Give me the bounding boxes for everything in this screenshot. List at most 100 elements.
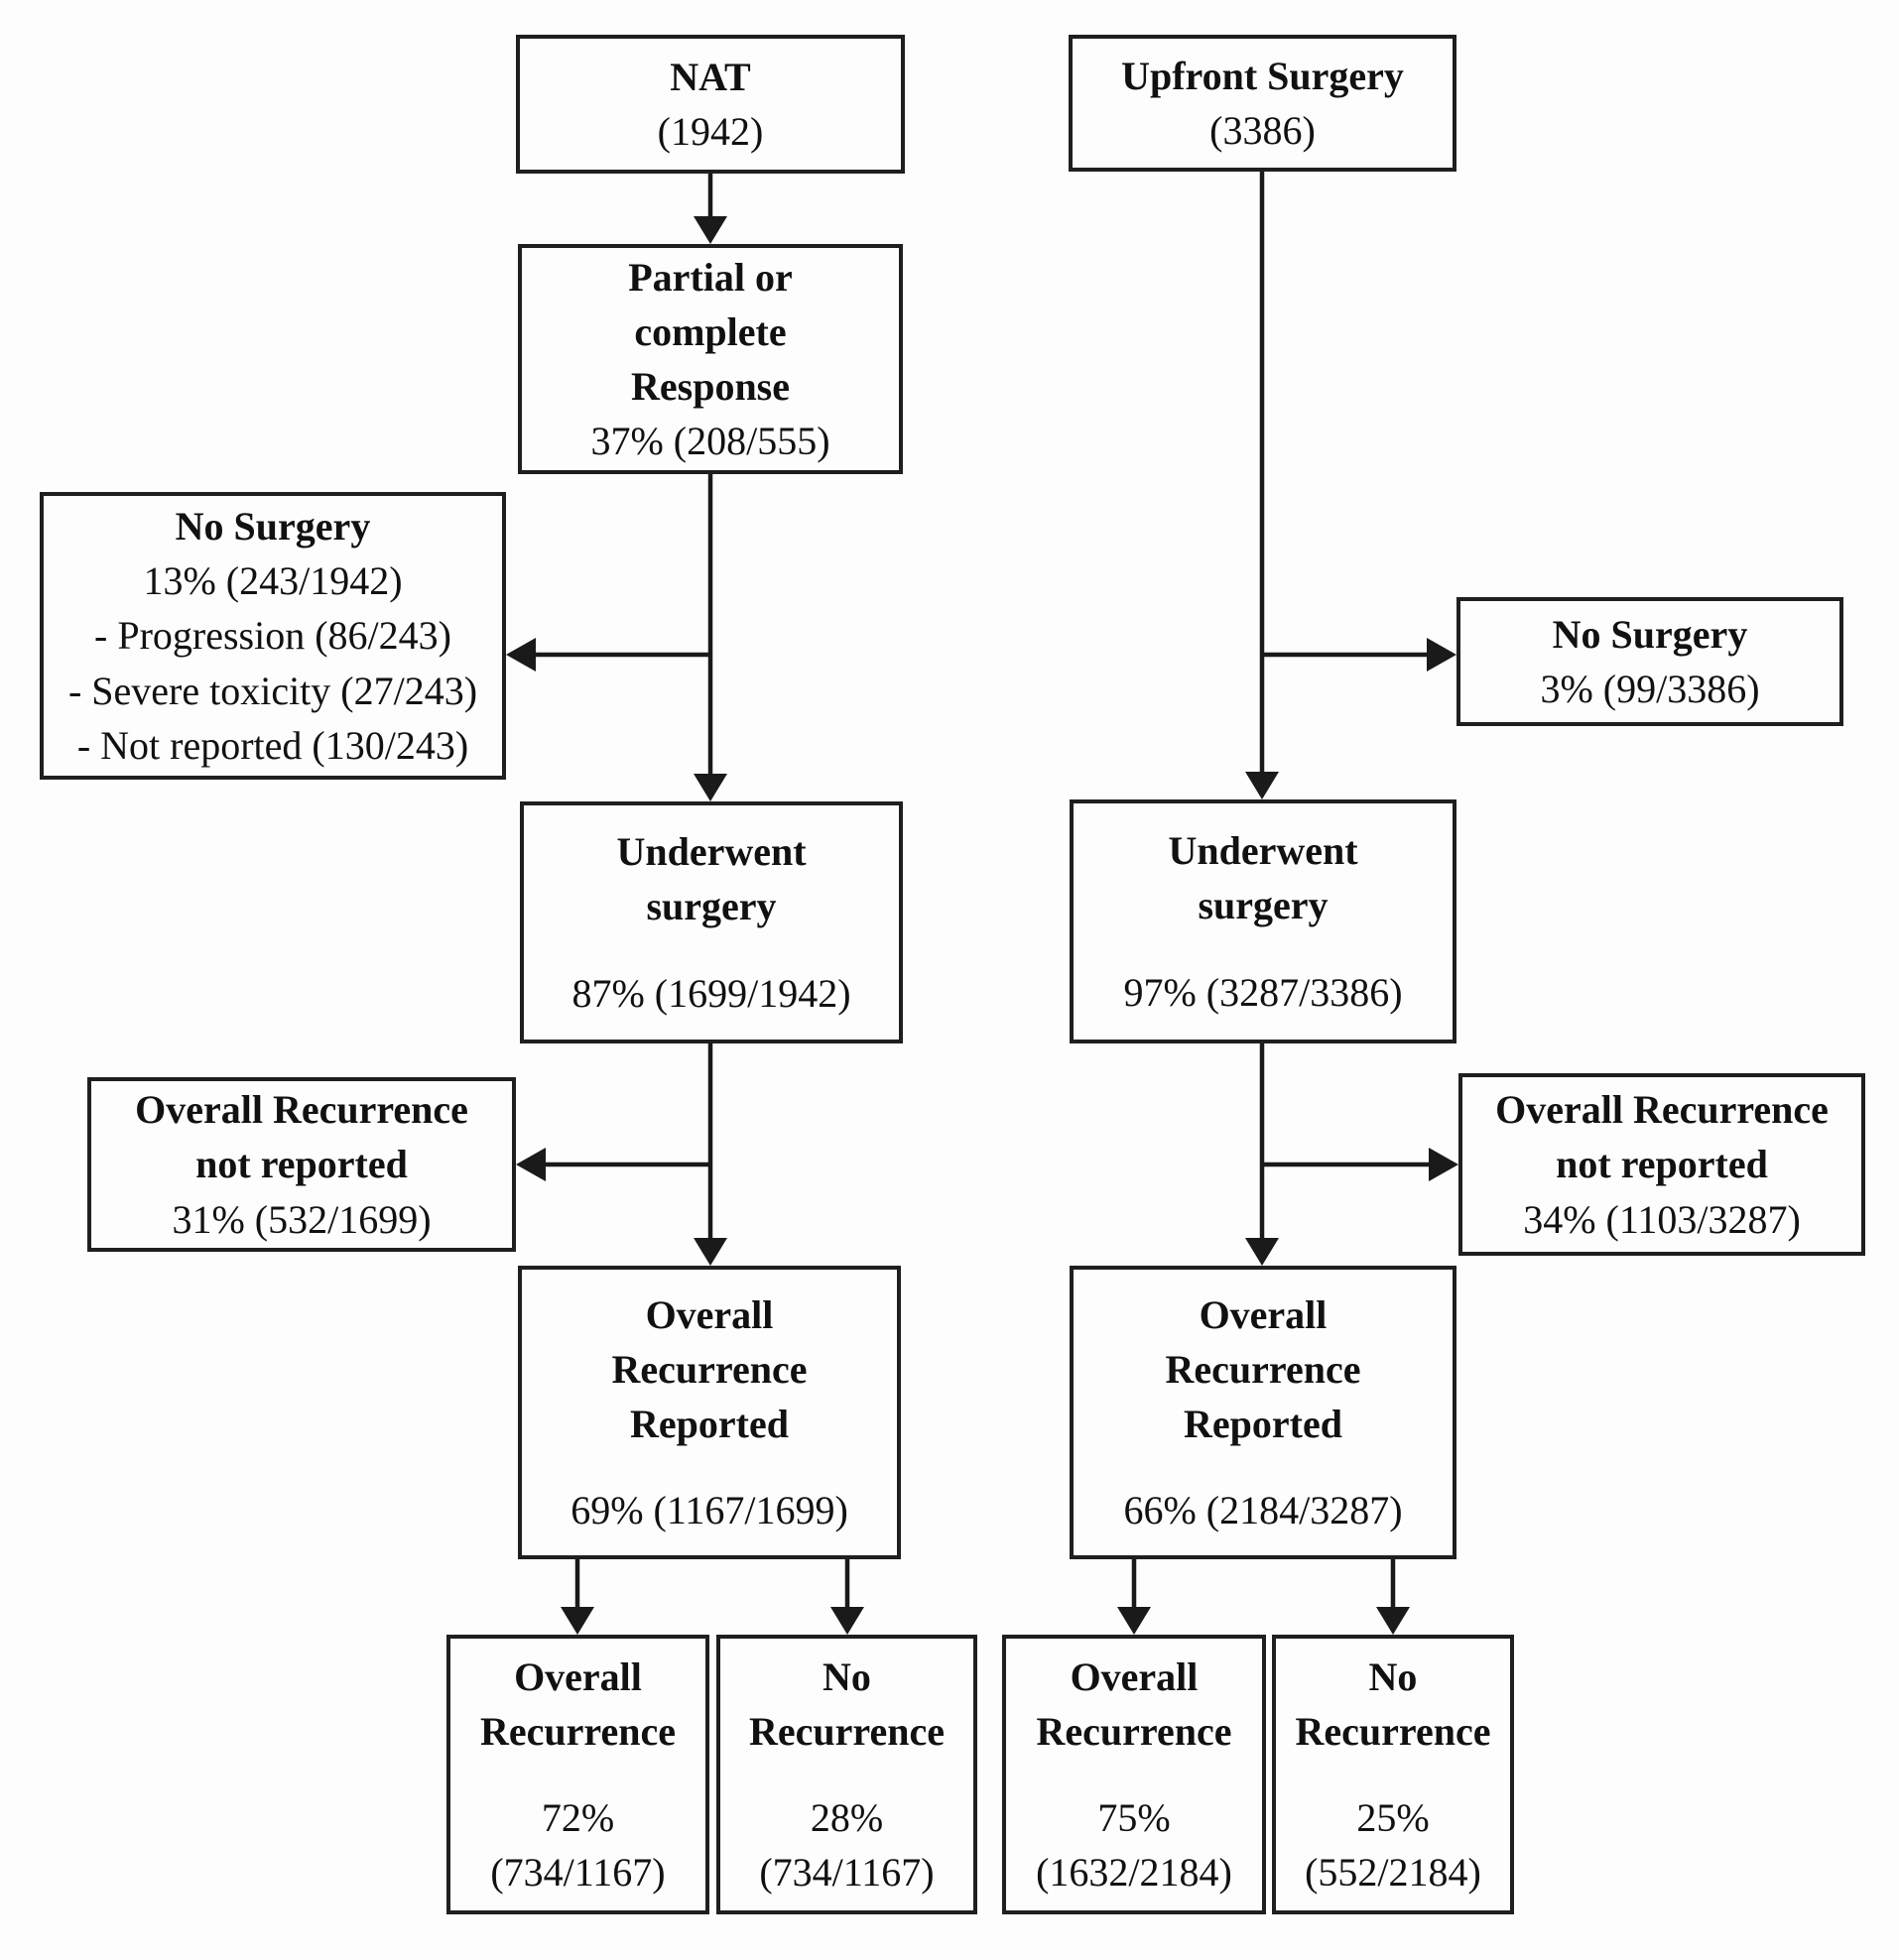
node-value-line: 31% (532/1699): [172, 1196, 432, 1242]
node-value-line: - Progression (86/243): [94, 613, 451, 659]
node-title: Overall Recurrence Reported: [612, 1287, 808, 1452]
node-title-line: surgery: [646, 884, 777, 929]
node-value-line: 25%: [1356, 1795, 1430, 1840]
arrowhead-left-icon: [516, 1148, 546, 1181]
arrowhead-down-icon: [830, 1607, 864, 1635]
node-title-line: Recurrence: [480, 1708, 676, 1754]
node-value-line: (3386): [1209, 108, 1316, 153]
node-title-line: Overall Recurrence: [1495, 1087, 1829, 1133]
node-value-line: 69% (1167/1699): [570, 1488, 848, 1533]
node-title-line: Overall: [1070, 1654, 1199, 1699]
node-recurrence-reported-nat: Overall Recurrence Reported 69% (1167/16…: [518, 1266, 901, 1559]
node-no-recurrence-nat: No Recurrence 28% (734/1167): [716, 1635, 977, 1914]
node-title-line: not reported: [1556, 1142, 1768, 1187]
arrowhead-down-icon: [694, 216, 727, 244]
node-title-line: Response: [630, 364, 791, 409]
node-value-line: 13% (243/1942): [143, 558, 403, 604]
node-value: 66% (2184/3287): [1123, 1483, 1402, 1537]
node-value-line: (734/1167): [759, 1850, 935, 1896]
node-no-surgery-upfront: No Surgery 3% (99/3386): [1456, 597, 1843, 726]
node-value-line: 34% (1103/3287): [1523, 1196, 1801, 1242]
node-title-line: Reported: [630, 1402, 789, 1446]
node-recurrence-not-reported-nat: Overall Recurrence not reported 31% (532…: [87, 1077, 516, 1252]
node-title-line: Overall: [1199, 1291, 1328, 1337]
arrowhead-down-icon: [1376, 1607, 1410, 1635]
node-title: Overall Recurrence Reported: [1166, 1287, 1361, 1452]
node-title-line: Underwent: [616, 829, 807, 875]
node-title: Upfront Surgery: [1121, 49, 1404, 103]
node-value-line: 87% (1699/1942): [571, 970, 851, 1016]
node-title-line: No: [1368, 1654, 1418, 1699]
node-value: (1942): [658, 104, 764, 159]
node-title-line: Overall: [514, 1654, 642, 1699]
node-value: 37% (208/555): [590, 414, 829, 468]
node-title-line: not reported: [195, 1142, 408, 1187]
arrowhead-down-icon: [694, 1238, 727, 1266]
node-value-line: 37% (208/555): [590, 419, 830, 464]
node-title: No Surgery: [176, 499, 371, 553]
node-value: 13% (243/1942) - Progression (86/243) - …: [68, 553, 477, 773]
node-overall-recurrence-upfront: Overall Recurrence 75% (1632/2184): [1002, 1635, 1266, 1914]
node-title: Overall Recurrence: [1037, 1650, 1232, 1759]
node-title: Partial or complete Response: [628, 250, 793, 415]
node-partial-complete-response: Partial or complete Response 37% (208/55…: [518, 244, 903, 474]
node-value-line: 66% (2184/3287): [1123, 1488, 1403, 1533]
node-value-line: 72%: [541, 1795, 615, 1840]
node-title: Overall Recurrence not reported: [135, 1082, 468, 1191]
node-value-line: (552/2184): [1305, 1850, 1481, 1896]
node-value: 34% (1103/3287): [1523, 1192, 1801, 1247]
arrowhead-down-icon: [1245, 1238, 1279, 1266]
node-value: 69% (1167/1699): [570, 1483, 848, 1537]
arrowhead-down-icon: [561, 1607, 594, 1635]
node-title: Overall Recurrence: [480, 1650, 676, 1759]
node-title: No Recurrence: [749, 1650, 945, 1759]
node-value: 72% (734/1167): [490, 1790, 665, 1899]
node-value-line: 97% (3287/3386): [1123, 969, 1403, 1015]
node-value: 31% (532/1699): [172, 1192, 431, 1247]
node-title: Overall Recurrence not reported: [1495, 1082, 1829, 1191]
node-title-line: Recurrence: [1165, 1346, 1361, 1392]
node-title-line: Partial or: [628, 254, 793, 300]
node-value-line: - Severe toxicity (27/243): [67, 668, 478, 713]
node-title-line: complete: [634, 308, 787, 354]
node-underwent-surgery-upfront: Underwent surgery 97% (3287/3386): [1070, 799, 1456, 1043]
node-title-line: Recurrence: [1036, 1708, 1232, 1754]
node-value: 75% (1632/2184): [1036, 1790, 1232, 1899]
node-value: 25% (552/2184): [1305, 1790, 1481, 1899]
arrowhead-right-icon: [1427, 638, 1456, 672]
node-nat: NAT (1942): [516, 35, 905, 174]
node-title-line: Overall Recurrence: [135, 1087, 468, 1133]
node-value-line: 3% (99/3386): [1540, 667, 1760, 711]
node-value-line: - Not reported (130/243): [76, 722, 469, 768]
node-title-line: NAT: [670, 54, 751, 99]
node-title: Underwent surgery: [1168, 823, 1357, 932]
node-title-line: No Surgery: [1552, 611, 1748, 657]
node-underwent-surgery-nat: Underwent surgery 87% (1699/1942): [520, 801, 903, 1043]
node-title-line: Upfront Surgery: [1121, 53, 1404, 98]
arrowhead-left-icon: [506, 638, 536, 672]
arrowhead-right-icon: [1429, 1148, 1458, 1181]
node-value-line: (1942): [657, 109, 764, 154]
node-title-line: Overall: [645, 1291, 774, 1337]
node-value-line: (734/1167): [490, 1850, 666, 1896]
node-title-line: Reported: [1184, 1402, 1342, 1446]
node-title-line: surgery: [1198, 883, 1329, 928]
node-value: 97% (3287/3386): [1123, 965, 1402, 1020]
node-value: 3% (99/3386): [1540, 662, 1759, 716]
node-value: 87% (1699/1942): [571, 966, 850, 1021]
node-title-line: Underwent: [1168, 828, 1358, 874]
node-value: 28% (734/1167): [759, 1790, 934, 1899]
node-recurrence-not-reported-upfront: Overall Recurrence not reported 34% (110…: [1458, 1073, 1865, 1256]
node-value: (3386): [1209, 103, 1316, 158]
node-title: No Surgery: [1553, 607, 1748, 662]
node-title: Underwent surgery: [616, 824, 806, 933]
arrowhead-down-icon: [694, 774, 727, 801]
node-upfront-surgery: Upfront Surgery (3386): [1069, 35, 1456, 172]
node-no-recurrence-upfront: No Recurrence 25% (552/2184): [1272, 1635, 1514, 1914]
arrowhead-down-icon: [1245, 772, 1279, 799]
node-title: NAT: [670, 50, 750, 104]
node-title-line: Recurrence: [749, 1708, 945, 1754]
node-recurrence-reported-upfront: Overall Recurrence Reported 66% (2184/32…: [1070, 1266, 1456, 1559]
node-title: No Recurrence: [1296, 1650, 1491, 1759]
